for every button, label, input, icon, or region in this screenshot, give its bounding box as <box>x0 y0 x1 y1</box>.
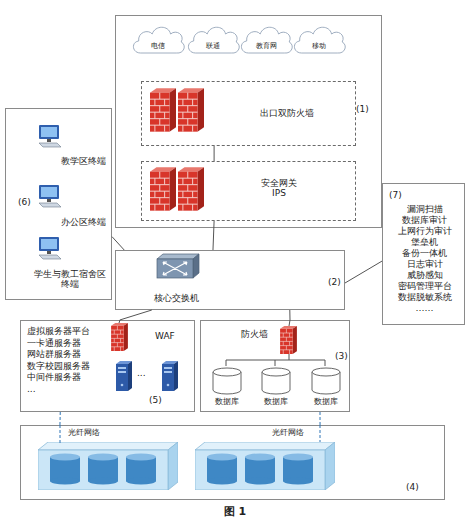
node-text: …… <box>383 303 466 313</box>
node-text: 一卡通服务器 <box>27 338 81 348</box>
region-box: 虚拟服务器平台一卡通服务器网站群服务器数字校园服务器中间件服务器... WAF (5… <box>20 320 195 412</box>
node-text: 办公区终端 <box>61 217 106 227</box>
callout-number: (6) <box>18 197 31 207</box>
node-text: 备份一体机 <box>383 248 466 258</box>
cylinder-top <box>213 368 241 376</box>
fiber-connector <box>59 412 60 425</box>
fiber-link <box>60 425 320 444</box>
node-text: 中间件服务器 <box>27 372 81 382</box>
storage-array <box>195 442 335 490</box>
database-cylinder: 数据库 <box>256 366 296 411</box>
link-connector <box>214 146 215 161</box>
node-text: 数字校园服务器 <box>27 361 90 371</box>
node-text: 安全网关 IPS <box>254 178 304 199</box>
node-text: 日志审计 <box>383 259 466 269</box>
annotation-label: 光纤网络 <box>272 428 304 437</box>
node-text: 上网行为审计 <box>383 226 466 236</box>
terminal-icon <box>39 237 61 259</box>
node-text: 数据库 <box>256 397 296 406</box>
cloud-shape <box>290 23 348 57</box>
server-icon <box>116 361 132 391</box>
link-connector <box>112 237 124 250</box>
node-text: 核心交换机 <box>146 293 206 303</box>
node-text: 电信 <box>129 42 187 50</box>
link-connector <box>213 221 214 250</box>
node-text: 数据脱敏系统 <box>383 292 466 302</box>
network-cloud: 电信 <box>129 23 187 57</box>
firewall-icon <box>150 88 176 131</box>
network-cloud: 教育网 <box>237 23 295 57</box>
node-text: 数据库 <box>207 397 247 406</box>
terminal-icon <box>39 185 61 207</box>
figure-caption: 图 1 <box>0 506 470 519</box>
group-box: 出口双防火墙 <box>141 81 356 146</box>
node-text: 网站群服务器 <box>27 349 81 359</box>
region-box: 教学区终端办公区终端学生与教工宿舍区终端 (6) <box>5 108 112 300</box>
group-box: 安全网关 IPS <box>141 161 356 221</box>
node-text: 威胁感知 <box>383 270 466 280</box>
node-text: 教育网 <box>237 42 295 50</box>
node-text: 联通 <box>184 42 242 50</box>
database-cylinder: 数据库 <box>207 366 247 411</box>
callout-number: (1) <box>356 104 369 114</box>
network-cloud: 移动 <box>290 23 348 57</box>
link-connector <box>289 310 290 320</box>
cloud-shape <box>184 23 242 57</box>
node-text: 防火墙 <box>241 329 268 339</box>
storage-array <box>38 442 178 490</box>
callout-number: (3) <box>335 351 348 361</box>
network-cloud: 联通 <box>184 23 242 57</box>
cylinder-top <box>262 368 290 376</box>
cylinder-top <box>312 368 340 376</box>
cloud-shape <box>129 23 187 57</box>
node-text: 移动 <box>290 42 348 50</box>
firewall-icon <box>178 88 204 131</box>
cloud-shape <box>237 23 295 57</box>
node-text: 堡垒机 <box>383 237 466 247</box>
annotation-label: ... <box>137 368 146 378</box>
switch-icon <box>157 254 199 278</box>
callout-number: (2) <box>328 277 341 287</box>
waf-icon <box>111 323 128 351</box>
node-text: 虚拟服务器平台 <box>27 326 90 336</box>
switch-box: 核心交换机 (2) <box>115 250 345 310</box>
node-text: 数据库 <box>306 397 346 406</box>
terminal-icon <box>39 125 61 147</box>
node-text: ... <box>27 384 36 394</box>
firewall-icon <box>280 326 297 354</box>
node-text: 教学区终端 <box>61 156 106 166</box>
link-connector <box>345 261 382 283</box>
region-box: 防火墙(3)数据库数据库数据库 <box>200 320 350 412</box>
link-connector <box>120 310 152 320</box>
node-text: 出口双防火墙 <box>260 108 314 118</box>
node-text: 密码管理平台 <box>383 281 466 291</box>
server-icon <box>162 361 178 391</box>
firewall-icon <box>150 167 176 210</box>
node-text: 漏洞扫描 <box>383 204 466 214</box>
region-box: (1) 电信联通教育网移动出口双防火墙安全网关 IPS <box>115 15 382 228</box>
annotation-label: 光纤网络 <box>68 428 100 437</box>
callout-number: (7) <box>389 190 402 200</box>
node-text: WAF <box>155 331 175 341</box>
node-text: 数据库审计 <box>383 215 466 225</box>
callout-number: (5) <box>149 395 162 405</box>
node-text: 学生与教工宿舍区终端 <box>34 269 106 290</box>
wire <box>119 320 325 366</box>
region-box: (7) 漏洞扫描数据库审计上网行为审计堡垒机备份一体机日志审计威胁感知密码管理平台… <box>382 183 465 325</box>
database-cylinder: 数据库 <box>306 366 346 411</box>
callout-number: (4) <box>406 482 419 492</box>
fiber-connector <box>320 412 321 425</box>
firewall-icon <box>178 167 204 210</box>
